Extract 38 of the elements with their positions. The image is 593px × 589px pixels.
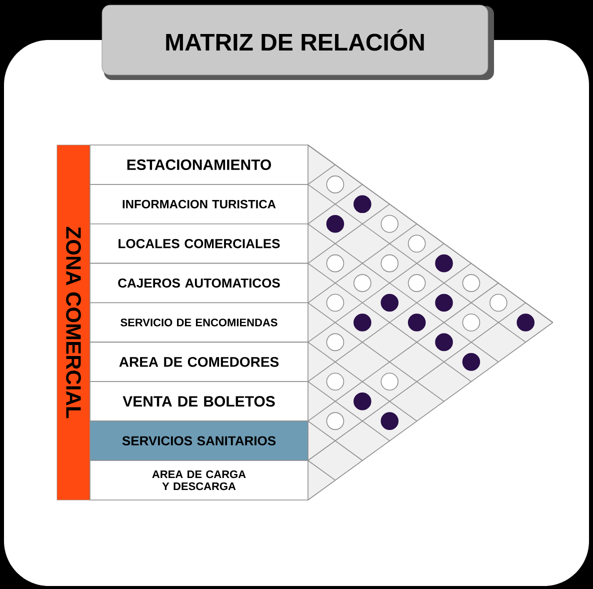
filled-dot [354,314,372,332]
open-circle [490,294,508,312]
open-circle [462,274,480,292]
filled-dot [516,314,534,332]
filled-dot [435,254,453,272]
table-row: AREA DE CARGA Y DESCARGA [90,460,308,500]
open-circle [408,274,426,292]
filled-dot [326,214,344,233]
open-circle [354,274,372,292]
title-box: MATRIZ DE RELACIÓN [102,4,494,80]
table-row: INFORMACION TURISTICA [90,184,308,224]
filled-dot [408,314,426,332]
open-circle [408,234,426,252]
open-circle [326,412,344,430]
open-circle [326,176,344,194]
filled-dot [462,353,480,371]
open-circle [326,372,344,391]
table-row: VENTA DE BOLETOS [90,381,308,422]
table-row: AREA DE COMEDORES [90,342,308,382]
filled-dot [380,294,398,312]
table-row: CAJEROS AUTOMATICOS [90,262,308,304]
open-circle [326,333,344,352]
table-row: SERVICIO DE ENCOMIENDAS [90,302,308,343]
open-circle [380,254,398,272]
filled-dot [380,412,398,430]
table-row: LOCALES COMERCIALES [90,223,308,264]
vertical-band: ZONA COMERCIAL [56,144,90,500]
open-circle [326,294,344,312]
filled-dot [435,294,453,312]
open-circle [462,314,480,332]
table-row: SERVICIOS SANITARIOS [90,420,308,461]
filled-dot [354,195,372,214]
open-circle [380,372,398,391]
open-circle [326,254,344,272]
filled-dot [435,333,453,352]
filled-dot [354,392,372,410]
table-row: ESTACIONAMIENTO [90,144,308,185]
open-circle [380,214,398,233]
